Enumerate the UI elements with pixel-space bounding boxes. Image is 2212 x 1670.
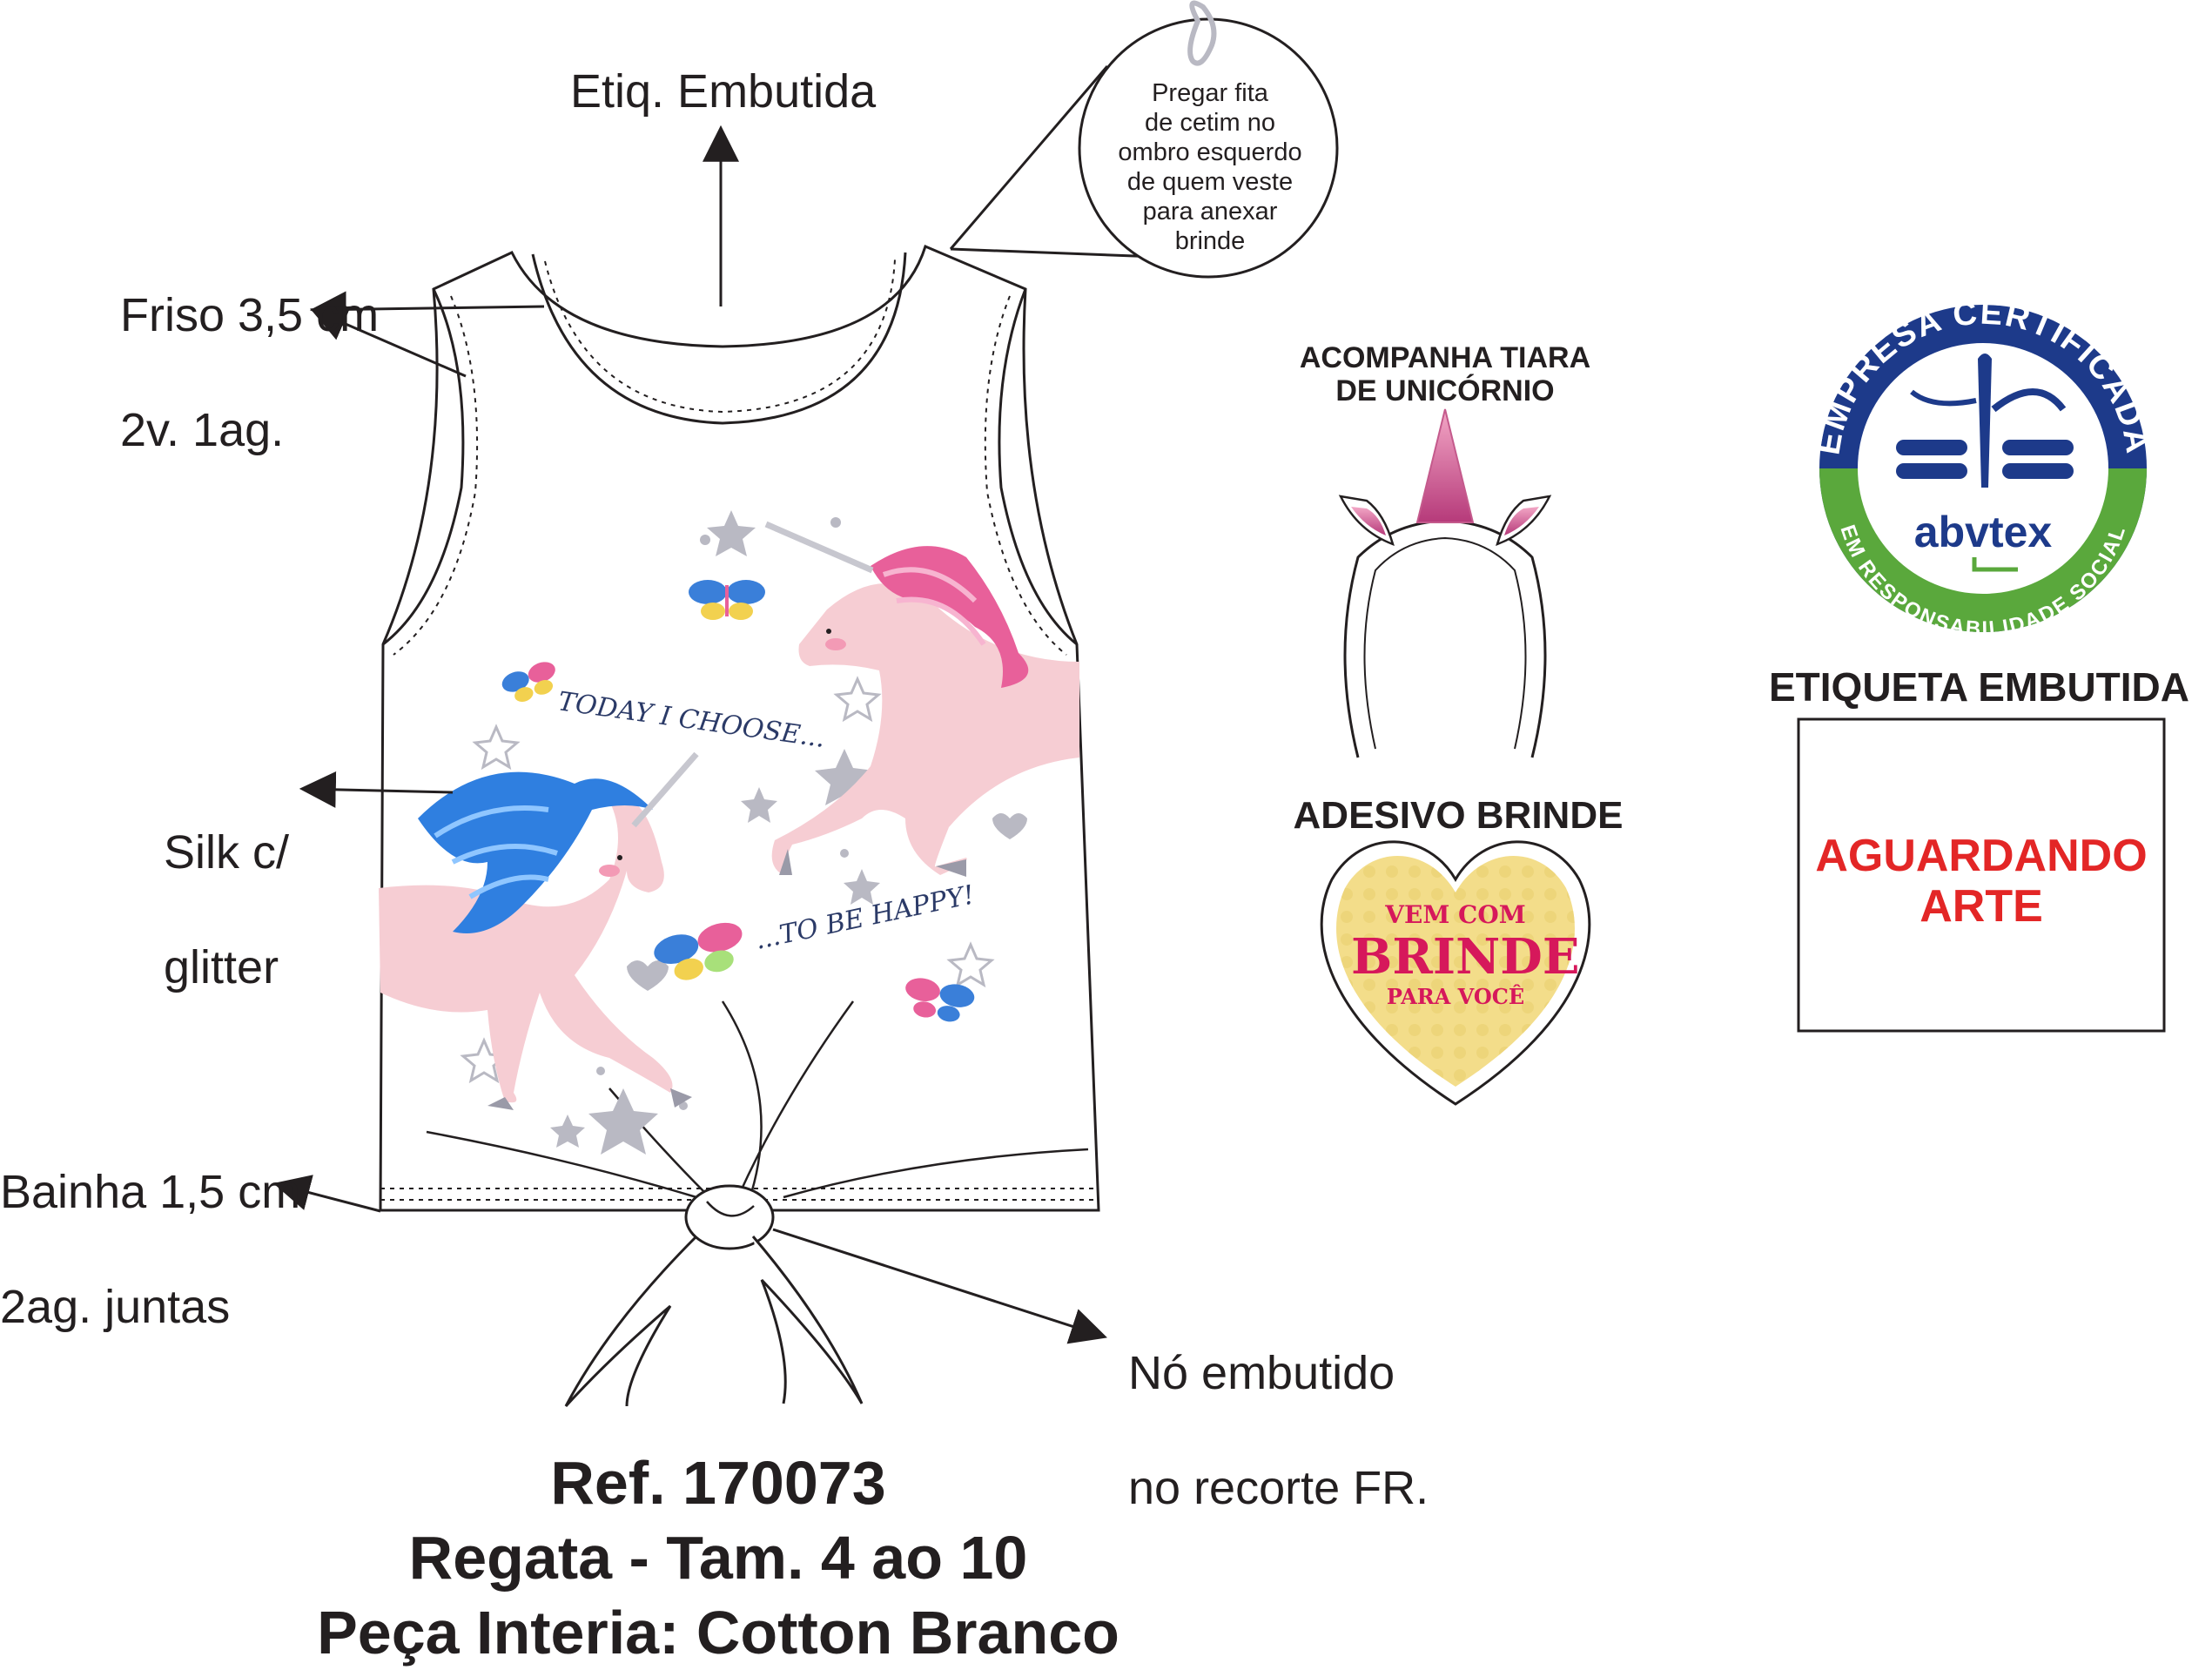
no-leader <box>772 1228 1107 1344</box>
butterflies <box>501 580 975 1022</box>
sticker-line3: PARA VOCÊ <box>1386 984 1525 1009</box>
circle-line-2: de cetim no <box>1145 109 1275 137</box>
detail-circle: Pregar fita de cetim no ombro esquerdo d… <box>1078 0 1339 279</box>
label-box-line1: AGUARDANDO <box>1815 831 2148 881</box>
callout-friso: Friso 3,5 cm 2v. 1ag. <box>120 229 379 516</box>
neckline-binding <box>531 252 907 425</box>
callout-bainha-line1: Bainha 1,5 cm <box>0 1166 301 1218</box>
callout-silk-line2: glitter <box>164 941 279 993</box>
callout-silk-line1: Silk c/ <box>164 826 290 879</box>
circle-tangent-a <box>949 65 1109 250</box>
product-description: Regata - Tam. 4 ao 10 <box>408 1524 1028 1592</box>
armhole-left <box>382 288 465 646</box>
pink-unicorn <box>764 521 1079 877</box>
callout-lines <box>272 65 1181 1344</box>
callout-friso-line2: 2v. 1ag. <box>120 404 285 456</box>
seal-brand: abvtex <box>1914 508 2053 556</box>
tie-tail-left <box>564 1235 698 1408</box>
knot <box>684 1184 775 1250</box>
heart-sticker <box>1320 840 1591 1106</box>
callout-no-line2: no recorte FR. <box>1128 1462 1429 1514</box>
armhole-right <box>998 288 1078 646</box>
circle-line-6: brinde <box>1175 227 1246 255</box>
needle-icon <box>1896 354 2074 488</box>
callout-no-embutido: Nó embutido no recorte FR. <box>1128 1287 1429 1574</box>
silk-leader <box>299 771 454 808</box>
sticker-line2: BRINDE <box>1351 928 1580 986</box>
accessory-title: ACOMPANHA TIARA DE UNICÓRNIO <box>1280 341 1610 407</box>
bainha-leader <box>272 1175 381 1213</box>
label-box-placeholder: AGUARDANDO ARTE <box>1799 831 2164 932</box>
label-placeholder-box <box>1797 717 2166 1033</box>
circle-line-3: ombro esquerdo <box>1118 138 1301 166</box>
friso-leader-b <box>310 306 467 378</box>
callout-bainha: Bainha 1,5 cm 2ag. juntas <box>0 1106 300 1393</box>
accessory-title-line1: ACOMPANHA TIARA <box>1299 341 1591 374</box>
circle-line-4: de quem veste <box>1127 168 1293 196</box>
tie-tail-right <box>751 1236 864 1404</box>
unicorn-print: TODAY I CHOOSE... ...TO BE HAPPY! <box>379 510 1079 1155</box>
satin-ribbon-loop <box>1187 0 1217 66</box>
callout-friso-line1: Friso 3,5 cm <box>120 289 380 341</box>
product-material: Peça Interia: Cotton Branco <box>317 1599 1119 1667</box>
sticker-line1: VEM COM <box>1385 900 1526 929</box>
circle-line-5: para anexar <box>1143 198 1278 226</box>
label-box-title: ETIQUETA EMBUTIDA <box>1769 664 2189 710</box>
callout-silk: Silk c/ glitter <box>164 766 289 1054</box>
unicorn-headband <box>1338 408 1552 758</box>
callout-bainha-line2: 2ag. juntas <box>0 1281 231 1333</box>
glitter-horn <box>1415 408 1475 523</box>
product-ref: Ref. 170073 <box>550 1449 886 1517</box>
callout-no-line1: Nó embutido <box>1128 1347 1395 1399</box>
product-info: Ref. 170073 Regata - Tam. 4 ao 10 Peça I… <box>174 1445 1262 1670</box>
blue-unicorn <box>379 751 699 1110</box>
label-box-line2: ARTE <box>1920 881 2043 932</box>
circle-line-1: Pregar fita <box>1152 79 1269 107</box>
accessory-title-line2: DE UNICÓRNIO <box>1335 374 1555 407</box>
callout-etiq-embutida: Etiq. Embutida <box>570 65 877 118</box>
certification-seal: EMPRESA CERTIFICADA EM RESPONSABILIDADE … <box>1809 295 2157 641</box>
sticker-text: VEM COM BRINDE PARA VOCÊ <box>1351 900 1580 1010</box>
knot-folds <box>426 1000 1089 1202</box>
sticker-title: ADESIVO BRINDE <box>1293 794 1624 837</box>
friso-leader-a <box>309 291 545 328</box>
